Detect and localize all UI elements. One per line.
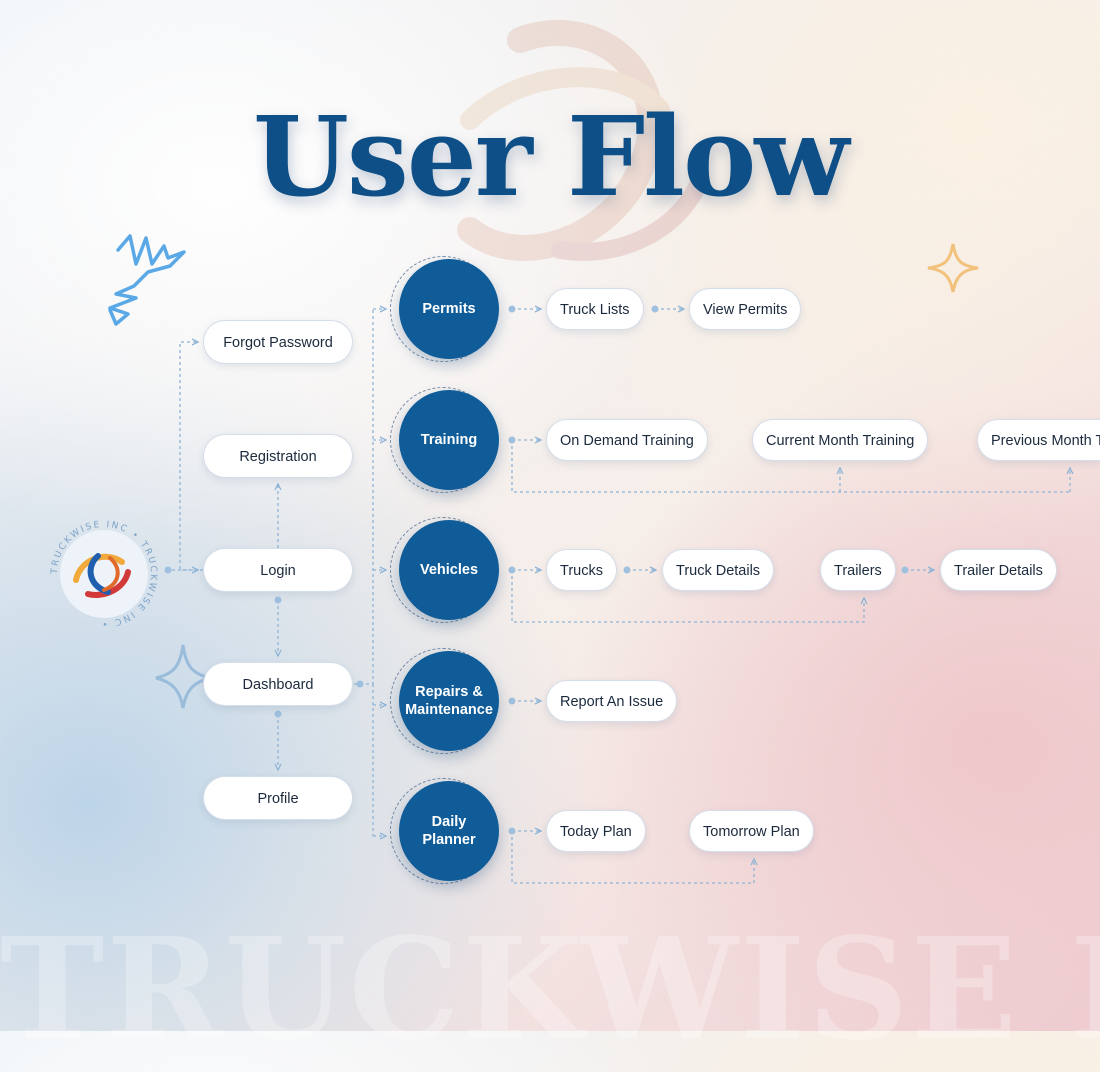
connector-planner-tomorrow-path xyxy=(511,831,754,884)
flow-connectors xyxy=(164,0,1100,884)
page-title: User Flow xyxy=(252,92,849,221)
faint-star-doodle xyxy=(155,644,211,709)
on-demand-training-node[interactable]: On Demand Training xyxy=(546,419,708,461)
registration-node[interactable]: Registration xyxy=(203,434,353,478)
trailer-details-node[interactable]: Trailer Details xyxy=(940,549,1057,591)
truckwise-logo-mark: TRUCKWISE INC • TRUCKWISE INC • xyxy=(50,520,156,628)
login-node[interactable]: Login xyxy=(203,548,353,592)
truck-lists-node[interactable]: Truck Lists xyxy=(546,288,644,330)
vehicles-module[interactable]: Vehicles xyxy=(399,520,499,620)
today-plan-node[interactable]: Today Plan xyxy=(546,810,646,852)
current-month-training-node[interactable]: Current Month Training xyxy=(752,419,929,461)
squiggle-doodle xyxy=(108,234,186,326)
connector-login-forgot xyxy=(179,342,203,571)
vehicles-label: Vehicles xyxy=(419,562,479,578)
report-an-issue-node[interactable]: Report An Issue xyxy=(546,680,678,722)
repairs-label: Repairs & Maintenance xyxy=(405,684,493,718)
profile-node[interactable]: Profile xyxy=(203,776,353,820)
permits-label: Permits xyxy=(422,301,476,317)
truck-details-node[interactable]: Truck Details xyxy=(662,549,775,591)
trailers-node[interactable]: Trailers xyxy=(820,549,896,591)
planner-label: Daily Planner xyxy=(422,814,476,848)
training-module[interactable]: Training xyxy=(399,390,499,490)
sparkle-doodle xyxy=(927,243,979,293)
background-logo-swoosh xyxy=(457,19,709,261)
dashboard-node[interactable]: Dashboard xyxy=(203,662,353,706)
training-label: Training xyxy=(420,432,478,448)
view-permits-node[interactable]: View Permits xyxy=(689,288,802,330)
background-decor xyxy=(108,19,979,709)
previous-month-training-node[interactable]: Previous Month Training xyxy=(977,419,1100,461)
connector-vehicles-trailers-path xyxy=(511,570,864,623)
repairs-module[interactable]: Repairs & Maintenance xyxy=(399,651,499,751)
truckwise-logo: TRUCKWISE INC • TRUCKWISE INC • xyxy=(50,520,158,628)
permits-module[interactable]: Permits xyxy=(399,259,499,359)
connector-dashboard-rail xyxy=(354,309,374,685)
planner-module[interactable]: Daily Planner xyxy=(399,781,499,881)
trucks-node[interactable]: Trucks xyxy=(546,549,617,591)
tomorrow-plan-node[interactable]: Tomorrow Plan xyxy=(689,810,814,852)
forgot-password-node[interactable]: Forgot Password xyxy=(203,320,353,364)
